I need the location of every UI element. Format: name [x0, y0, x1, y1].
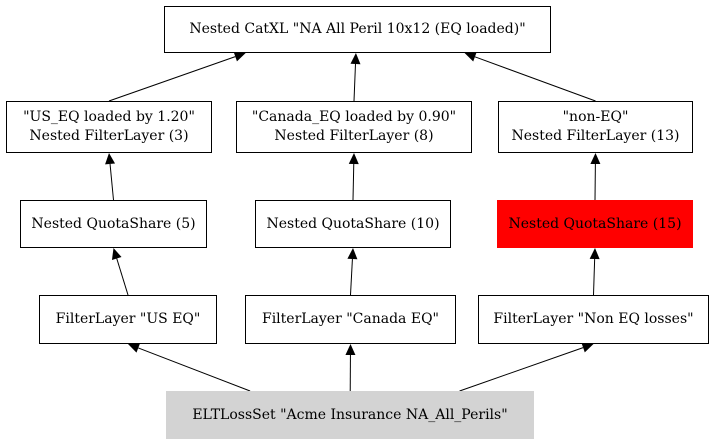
edge-arrowhead: [128, 343, 141, 353]
node-label-line: "non-EQ": [562, 109, 629, 125]
node-label-line: Nested QuotaShare (10): [266, 215, 440, 232]
node-label-line: Nested QuotaShare (5): [31, 215, 196, 232]
edge-line: [108, 56, 236, 102]
node-label-line: Nested FilterLayer (13): [511, 128, 680, 144]
node-label-line: "Canada_EQ loaded by 0.90": [251, 109, 457, 125]
node-eltlossset-acme[interactable]: ELTLossSet "Acme Insurance NA_All_Perils…: [166, 391, 534, 439]
edge-arrowhead: [464, 52, 477, 62]
edge-arrowhead: [233, 51, 246, 62]
node-label-line: ELTLossSet "Acme Insurance NA_All_Perils…: [192, 406, 508, 423]
edge-arrowhead: [350, 53, 361, 65]
edge-line: [116, 258, 129, 296]
edge-line: [593, 258, 596, 296]
node-filterlayer-canada-eq[interactable]: FilterLayer "Canada EQ": [245, 295, 456, 344]
node-non-eq-nested-quotashare[interactable]: Nested QuotaShare (15): [497, 200, 693, 248]
edge-line: [138, 347, 251, 392]
node-label-line: Nested FilterLayer (8): [274, 128, 434, 144]
edge-arrowhead: [345, 344, 356, 356]
node-label-line: Nested CatXL "NA All Peril 10x12 (EQ loa…: [189, 21, 526, 37]
node-nested-catxl[interactable]: Nested CatXL "NA All Peril 10x12 (EQ loa…: [164, 6, 551, 53]
edge-arrowhead: [348, 153, 359, 165]
node-label-line: Nested QuotaShare (15): [508, 215, 682, 232]
node-us-eq-nested-filterlayer[interactable]: "US_EQ loaded by 1.20" Nested FilterLaye…: [6, 101, 212, 153]
node-canada-eq-nested-filterlayer[interactable]: "Canada_EQ loaded by 0.90" Nested Filter…: [236, 101, 472, 153]
node-label-line: FilterLayer "Non EQ losses": [493, 311, 694, 327]
node-label-line: Nested FilterLayer (3): [29, 128, 189, 144]
node-filterlayer-non-eq-losses[interactable]: FilterLayer "Non EQ losses": [478, 295, 709, 344]
edge-arrowhead: [347, 248, 358, 260]
node-filterlayer-us-eq[interactable]: FilterLayer "US EQ": [39, 295, 217, 344]
node-canada-nested-quotashare[interactable]: Nested QuotaShare (10): [255, 200, 451, 248]
node-label-line: FilterLayer "US EQ": [55, 311, 201, 327]
edge-arrowhead: [105, 153, 116, 165]
node-non-eq-nested-filterlayer[interactable]: "non-EQ" Nested FilterLayer (13): [498, 101, 693, 153]
edge-line: [459, 347, 584, 392]
edge-arrowhead: [590, 153, 601, 165]
edge-line: [353, 63, 356, 102]
edge-line: [352, 163, 355, 201]
edge-line: [109, 163, 114, 201]
node-us-nested-quotashare[interactable]: Nested QuotaShare (5): [20, 200, 207, 248]
edge-arrowhead: [111, 248, 122, 260]
edge-arrowhead: [581, 342, 594, 353]
edge-line: [350, 258, 353, 296]
node-label-line: FilterLayer "Canada EQ": [261, 311, 439, 327]
edge-line: [474, 56, 596, 102]
edge-arrowhead: [589, 248, 600, 260]
node-label-line: "US_EQ loaded by 1.20": [23, 109, 195, 125]
